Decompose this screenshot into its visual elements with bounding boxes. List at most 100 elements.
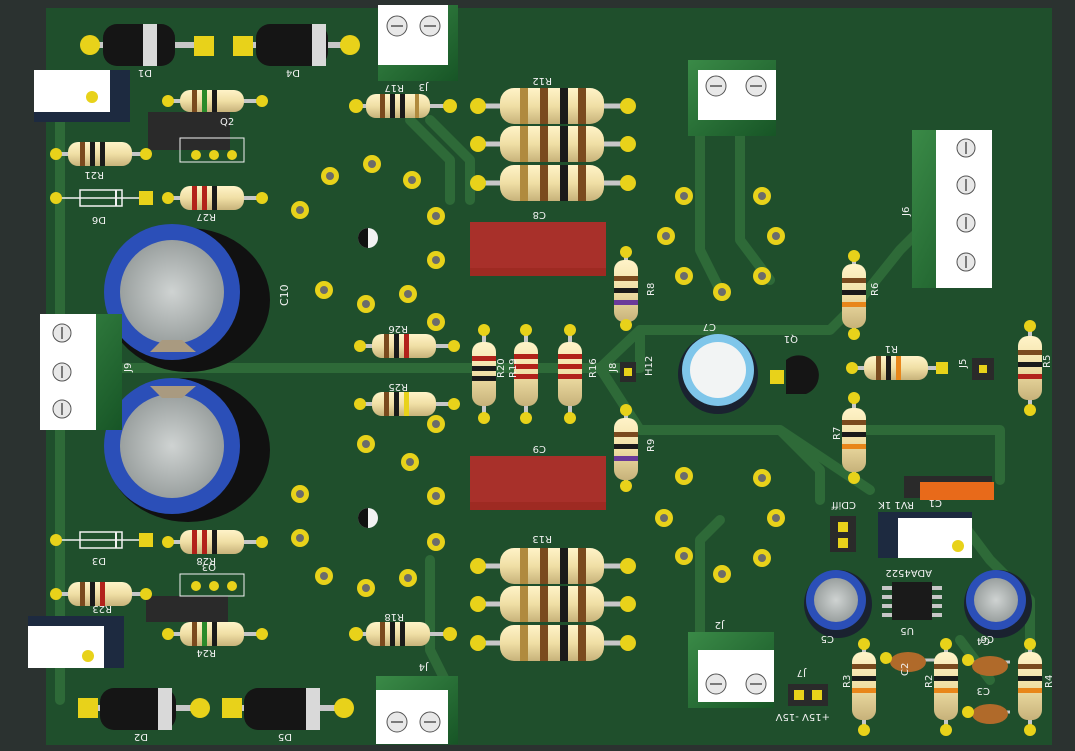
capacitor-c3: C3 xyxy=(962,685,1010,724)
resistor-r6: R6 xyxy=(842,250,881,340)
resistor-r12: R12 xyxy=(470,75,636,124)
label-q3: Q3 xyxy=(202,561,216,572)
diode-d3: D3 xyxy=(50,531,153,566)
resistor-r24: R24 xyxy=(162,622,268,658)
label-r9: R9 xyxy=(646,439,657,452)
capacitor-c2: C2 xyxy=(880,652,940,676)
label-r23: R23 xyxy=(92,603,112,614)
label-c2: C2 xyxy=(900,663,911,676)
label-d4: D4 xyxy=(286,67,300,78)
resistor-r14 xyxy=(470,586,636,622)
label-j9: J9 xyxy=(123,363,134,373)
label-j3: J3 xyxy=(419,81,429,92)
label-j7-pins: +15V -15V xyxy=(776,711,830,722)
label-r3: R3 xyxy=(842,675,853,688)
resistor-r13: R13 xyxy=(470,533,636,584)
label-r24: R24 xyxy=(196,647,216,658)
film-capacitor-c8: C8 xyxy=(470,209,606,276)
label-r13: R13 xyxy=(532,533,552,544)
resistor-r28: R28 xyxy=(162,530,268,566)
resistor-r15 xyxy=(470,625,636,661)
through-hole-pads xyxy=(291,155,785,597)
label-r20: R20 xyxy=(496,358,507,378)
ic-u5: ADA4522 U5 xyxy=(882,567,942,636)
capacitor-c1: C1 xyxy=(904,476,994,508)
label-d3: D3 xyxy=(92,555,106,566)
label-r26: R26 xyxy=(388,323,408,334)
label-c3: C3 xyxy=(977,685,990,696)
terminal-j1 xyxy=(688,60,776,136)
label-r28: R28 xyxy=(196,555,216,566)
label-c1: C1 xyxy=(929,497,942,508)
label-rv1: RV1 1K xyxy=(878,499,914,510)
resistor-r21: R21 xyxy=(50,142,152,180)
label-r21: R21 xyxy=(84,169,104,180)
label-r27: R27 xyxy=(196,211,216,222)
trimmer-rv1: RV1 1K xyxy=(878,499,972,558)
terminal-j6: J6 xyxy=(901,130,992,288)
label-r4: R4 xyxy=(1044,675,1055,688)
label-j6: J6 xyxy=(901,207,912,217)
label-q1: Q1 xyxy=(784,333,798,344)
transistor-q1: Q1 xyxy=(770,333,819,394)
label-q2: Q2 xyxy=(220,117,234,128)
resistor-r1: R1 xyxy=(846,343,948,380)
resistor-r11 xyxy=(470,126,636,162)
label-r19: R19 xyxy=(508,358,519,378)
resistor-r3: R3 xyxy=(842,638,876,736)
label-cdiff: CDiff xyxy=(831,499,856,510)
label-j5: J5 xyxy=(958,359,969,369)
resistor-r16: R16 xyxy=(558,324,599,424)
resistor-r5: R5 xyxy=(1018,320,1053,416)
label-j7: J7 xyxy=(797,667,807,678)
trimmer-top-left xyxy=(34,70,130,122)
resistor-r8: R8 xyxy=(614,246,657,331)
diode-d1: D1 xyxy=(80,24,214,78)
label-r2: R2 xyxy=(924,675,935,688)
header-j5: J5 xyxy=(958,358,994,380)
resistor-r7: R7 xyxy=(832,392,866,484)
label-ada4522: ADA4522 xyxy=(885,567,932,578)
label-c9: C9 xyxy=(533,443,546,454)
label-d2: D2 xyxy=(134,731,148,742)
resistor-r23: R23 xyxy=(50,582,152,614)
capacitor-c4: C4 xyxy=(962,635,1010,676)
header-j8: J8 H12 xyxy=(608,356,655,382)
film-capacitor-c9: C9 xyxy=(470,443,606,510)
capacitor-c10: C10 xyxy=(104,224,291,372)
terminal-j9: J9 xyxy=(40,314,134,430)
terminal-j3: J3 xyxy=(378,5,458,92)
label-d6: D6 xyxy=(92,214,106,225)
resistor-r22 xyxy=(162,90,268,112)
resistor-r19: R19 xyxy=(508,324,538,424)
label-c5: C5 xyxy=(821,633,834,644)
label-c4: C4 xyxy=(977,635,990,646)
diode-d5: D5 xyxy=(222,688,354,742)
label-d1: D1 xyxy=(138,67,152,78)
resistor-r17: R17 xyxy=(349,82,457,118)
label-j4: J4 xyxy=(419,661,429,672)
label-r16: R16 xyxy=(588,358,599,378)
label-r25: R25 xyxy=(388,381,408,392)
resistor-r2: R2 xyxy=(924,638,958,736)
terminal-j4: J4 xyxy=(376,661,458,744)
resistor-r20: R20 xyxy=(472,324,507,424)
resistor-r18: R18 xyxy=(349,611,457,646)
resistor-r4: R4 xyxy=(1018,638,1055,736)
label-r7: R7 xyxy=(832,427,843,440)
label-h12: H12 xyxy=(644,356,655,376)
label-j2: J2 xyxy=(715,619,725,630)
label-d5: D5 xyxy=(278,731,292,742)
label-r18: R18 xyxy=(384,611,404,622)
label-j8: J8 xyxy=(608,363,619,373)
label-r1: R1 xyxy=(885,343,898,354)
resistor-r10 xyxy=(470,165,636,201)
capacitor-c6: C6 xyxy=(964,570,1032,644)
transistor-q3: Q3 xyxy=(146,561,245,622)
label-r12: R12 xyxy=(532,75,552,86)
diode-d6: D6 xyxy=(50,189,153,225)
label-c8: C8 xyxy=(533,209,546,220)
label-r6: R6 xyxy=(870,283,881,296)
label-c6: C6 xyxy=(981,633,994,644)
